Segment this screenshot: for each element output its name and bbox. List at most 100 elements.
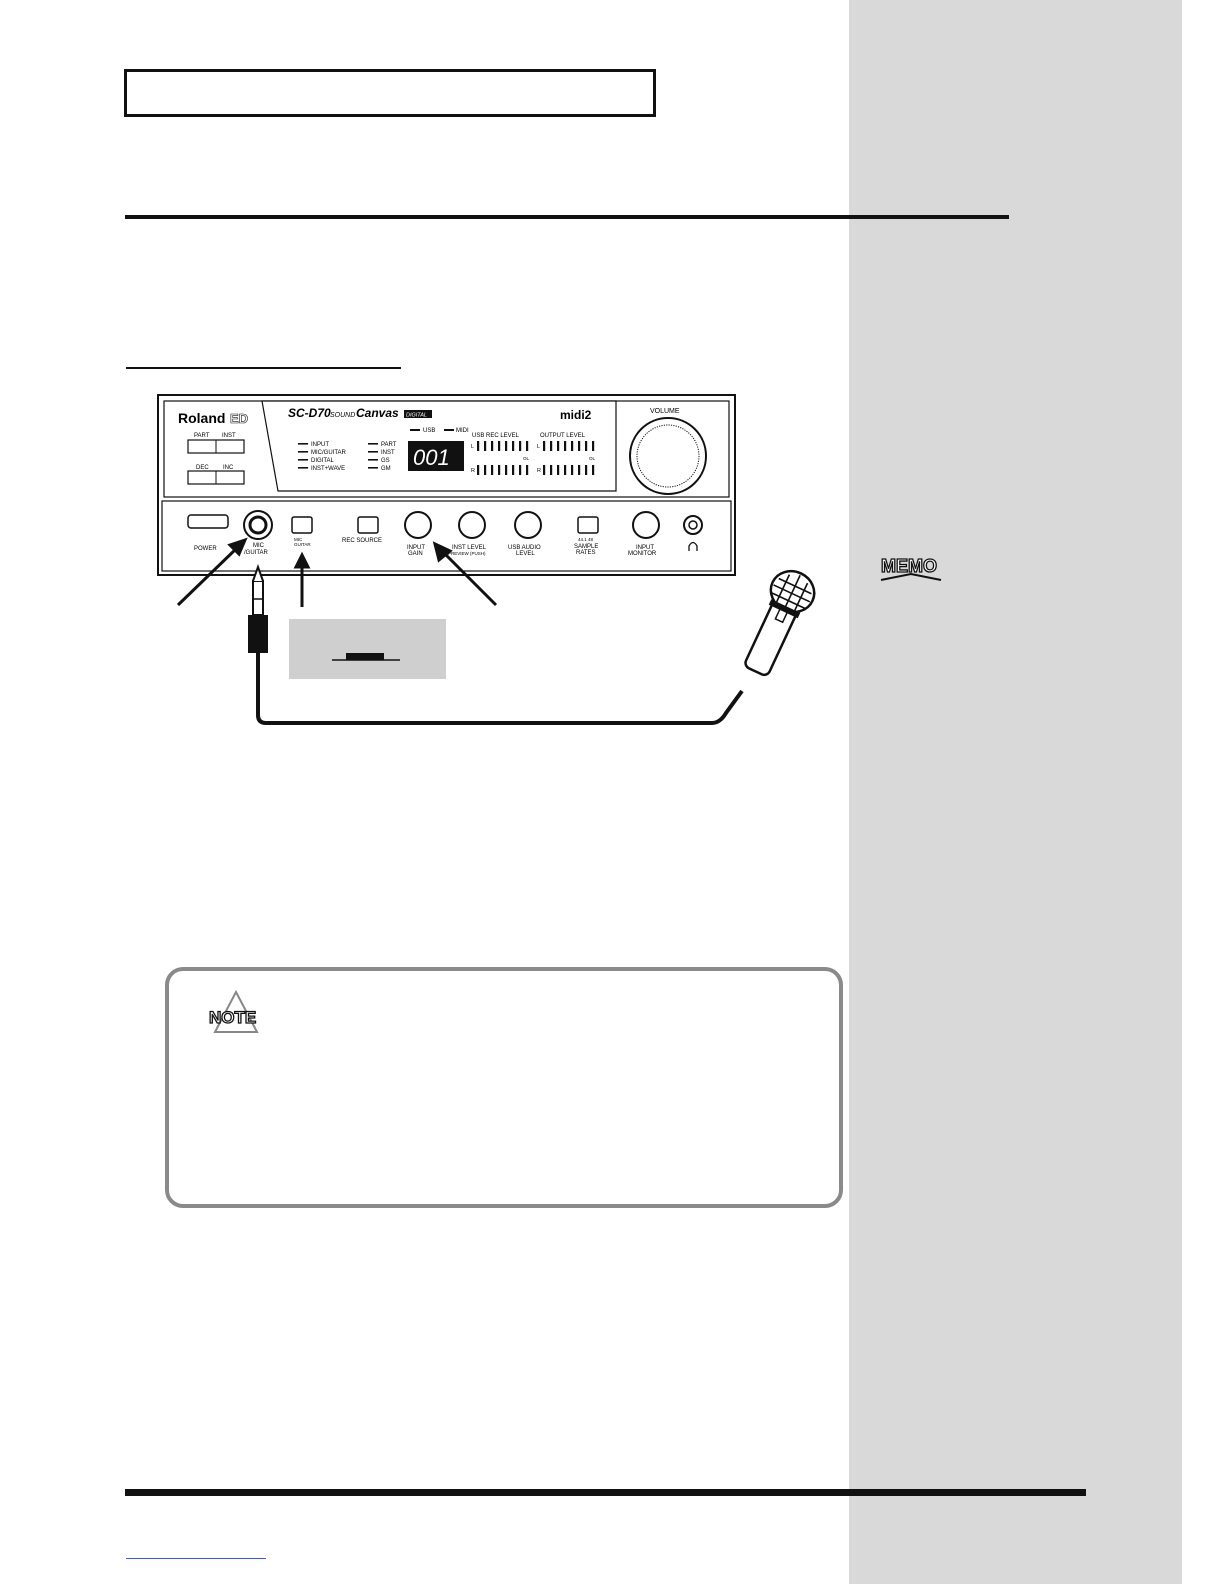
sample-rates-button[interactable] (577, 516, 599, 534)
output-level-label: OUTPUT LEVEL (540, 433, 586, 439)
meter-segment (564, 465, 567, 475)
display-value: 001 (413, 445, 450, 470)
sample-rates-options: 44.1 48 (578, 537, 594, 542)
meter-segment (505, 465, 508, 475)
footer-rule (125, 1489, 1086, 1496)
meter-segment (519, 441, 522, 451)
input-gain-knob[interactable] (404, 511, 432, 539)
meter-l-rec: L (471, 444, 474, 450)
meter-segment (543, 441, 546, 451)
mode-mic-guitar: MIC/GUITAR (311, 450, 347, 456)
meter-ol-out: OL (589, 456, 596, 461)
meter-segment (543, 465, 546, 475)
input-gain-label-2: GAIN (408, 551, 423, 557)
meter-segment (498, 465, 501, 475)
meter-segment (491, 465, 494, 475)
meter-segment (571, 465, 574, 475)
meter-segment (477, 465, 480, 475)
note-box (165, 967, 843, 1208)
mode-gs: GS (381, 458, 390, 464)
mic-jack-label-1: MIC (253, 543, 265, 549)
inst-level-label-1: INST LEVEL (452, 545, 487, 551)
meter-r-out: R (537, 468, 541, 474)
mode-part: PART (381, 442, 397, 448)
mode-inst-wave: INST+WAVE (311, 466, 345, 472)
meter-segment (477, 441, 480, 451)
rec-source-label: REC SOURCE (342, 538, 382, 544)
inst-label: INST (222, 433, 236, 439)
midi-flag: MIDI (456, 428, 469, 434)
meter-segment (571, 441, 574, 451)
mic-jack-label-2: /GUITAR (244, 550, 269, 556)
meter-segment (505, 441, 508, 451)
product-sound: SOUND (330, 412, 355, 419)
meter-segment (526, 465, 529, 475)
dec-label: DEC (196, 465, 209, 471)
usb-audio-label-1: USB AUDIO (508, 545, 541, 551)
inst-level-label-2: PREVIEW (PUSH) (448, 551, 486, 556)
power-button[interactable] (187, 514, 229, 529)
section-rule (125, 215, 1009, 219)
connection-diagram: Roland ED PART INST DEC INC SC-D70 SOUND… (157, 394, 816, 725)
meter-segment (526, 441, 529, 451)
meter-segment (484, 465, 487, 475)
meter-segment (578, 465, 581, 475)
usb-rec-level-label: USB REC LEVEL (472, 433, 520, 439)
power-label: POWER (194, 546, 217, 552)
mode-gm: GM (381, 466, 391, 472)
meter-segment (484, 441, 487, 451)
mic-guitar-switch[interactable] (291, 516, 313, 534)
mic-switch-label-2: GUITAR (294, 542, 311, 547)
meter-segment (585, 465, 588, 475)
microphone-icon (744, 569, 816, 677)
meter-segment (557, 441, 560, 451)
meter-segment (512, 441, 515, 451)
callout-arrows (176, 537, 498, 607)
headphone-icon (688, 541, 698, 551)
meter-segment (592, 465, 595, 475)
sidebar-panel (849, 0, 1182, 1584)
note-label: NOTE (209, 1008, 256, 1027)
input-gain-label-1: INPUT (407, 545, 425, 551)
inc-label: INC (223, 465, 234, 471)
meter-segment (557, 465, 560, 475)
meter-segment (512, 465, 515, 475)
brand-suffix: ED (230, 411, 248, 426)
memo-label: MEMO (881, 556, 937, 576)
usb-audio-label-2: LEVEL (516, 551, 535, 557)
note-icon: NOTE (208, 990, 259, 1033)
meter-segment (550, 441, 553, 451)
meter-segment (550, 465, 553, 475)
meter-segment (564, 441, 567, 451)
footer-link-underline (126, 1558, 266, 1559)
inst-level-knob[interactable] (458, 511, 486, 539)
sample-rates-label-1: SAMPLE (574, 544, 598, 550)
part-label: PART (194, 433, 210, 439)
memo-icon: MEMO (880, 555, 942, 581)
subsection-rule (126, 367, 401, 369)
product-canvas: Canvas (356, 406, 399, 420)
sound-canvas-unit: Roland ED PART INST DEC INC SC-D70 SOUND… (157, 394, 736, 576)
meter-ol-rec: OL (523, 456, 530, 461)
mode-input: INPUT (311, 442, 329, 448)
segment-display (408, 441, 464, 471)
mode-digital: DIGITAL (311, 458, 335, 464)
usb-flag: USB (423, 428, 435, 434)
meter-segment (578, 441, 581, 451)
volume-label: VOLUME (650, 408, 680, 415)
rec-source-button[interactable] (357, 516, 379, 534)
input-monitor-label-1: INPUT (636, 545, 654, 551)
brand-logo: Roland (178, 410, 225, 426)
input-monitor-label-2: MONITOR (628, 551, 657, 557)
input-monitor-knob[interactable] (632, 511, 660, 539)
model-name: SC-D70 (288, 406, 331, 420)
mode-list-left: INPUT MIC/GUITAR DIGITAL INST+WAVE (298, 442, 347, 472)
level-meters (477, 441, 595, 475)
meter-l-out: L (537, 444, 540, 450)
microphone-cable (248, 564, 744, 725)
usb-audio-level-knob[interactable] (514, 511, 542, 539)
mode-list-right: PART INST GS GM (368, 442, 397, 472)
volume-knob[interactable] (629, 417, 707, 495)
midi2-badge: midi2 (560, 408, 592, 422)
sample-rates-label-2: RATES (576, 550, 596, 556)
